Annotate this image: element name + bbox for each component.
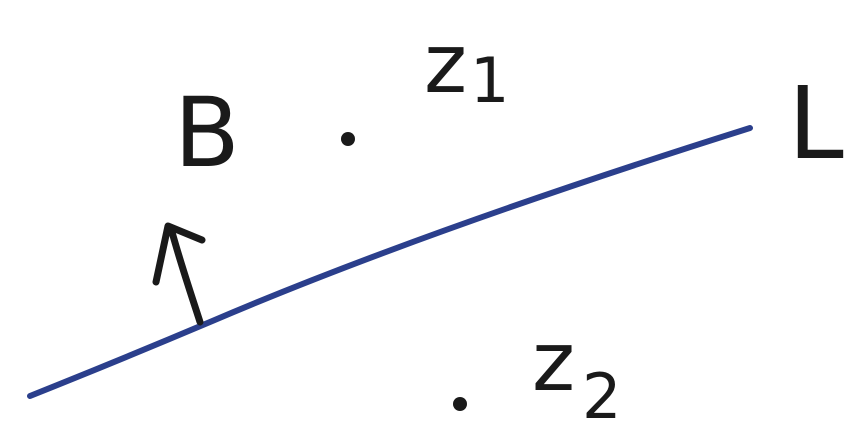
region-b-group: B (174, 77, 240, 189)
point-z2-label: z 2 (532, 315, 621, 433)
point-z2-letter: z (532, 315, 575, 410)
normal-arrow (152, 222, 206, 326)
arrow-head (152, 222, 206, 286)
point-z2-subscript: 2 (582, 360, 621, 433)
point-z1-letter: z (424, 17, 467, 112)
line-l (27, 125, 753, 399)
arrow-shaft (168, 228, 204, 326)
region-b-label: B (174, 77, 240, 189)
point-z1-subscript: 1 (470, 44, 509, 117)
point-z1-label: z 1 (424, 17, 509, 117)
line-l-label: L (788, 65, 844, 182)
point-z1-dot (341, 132, 355, 146)
point-z2-dot (453, 397, 467, 411)
